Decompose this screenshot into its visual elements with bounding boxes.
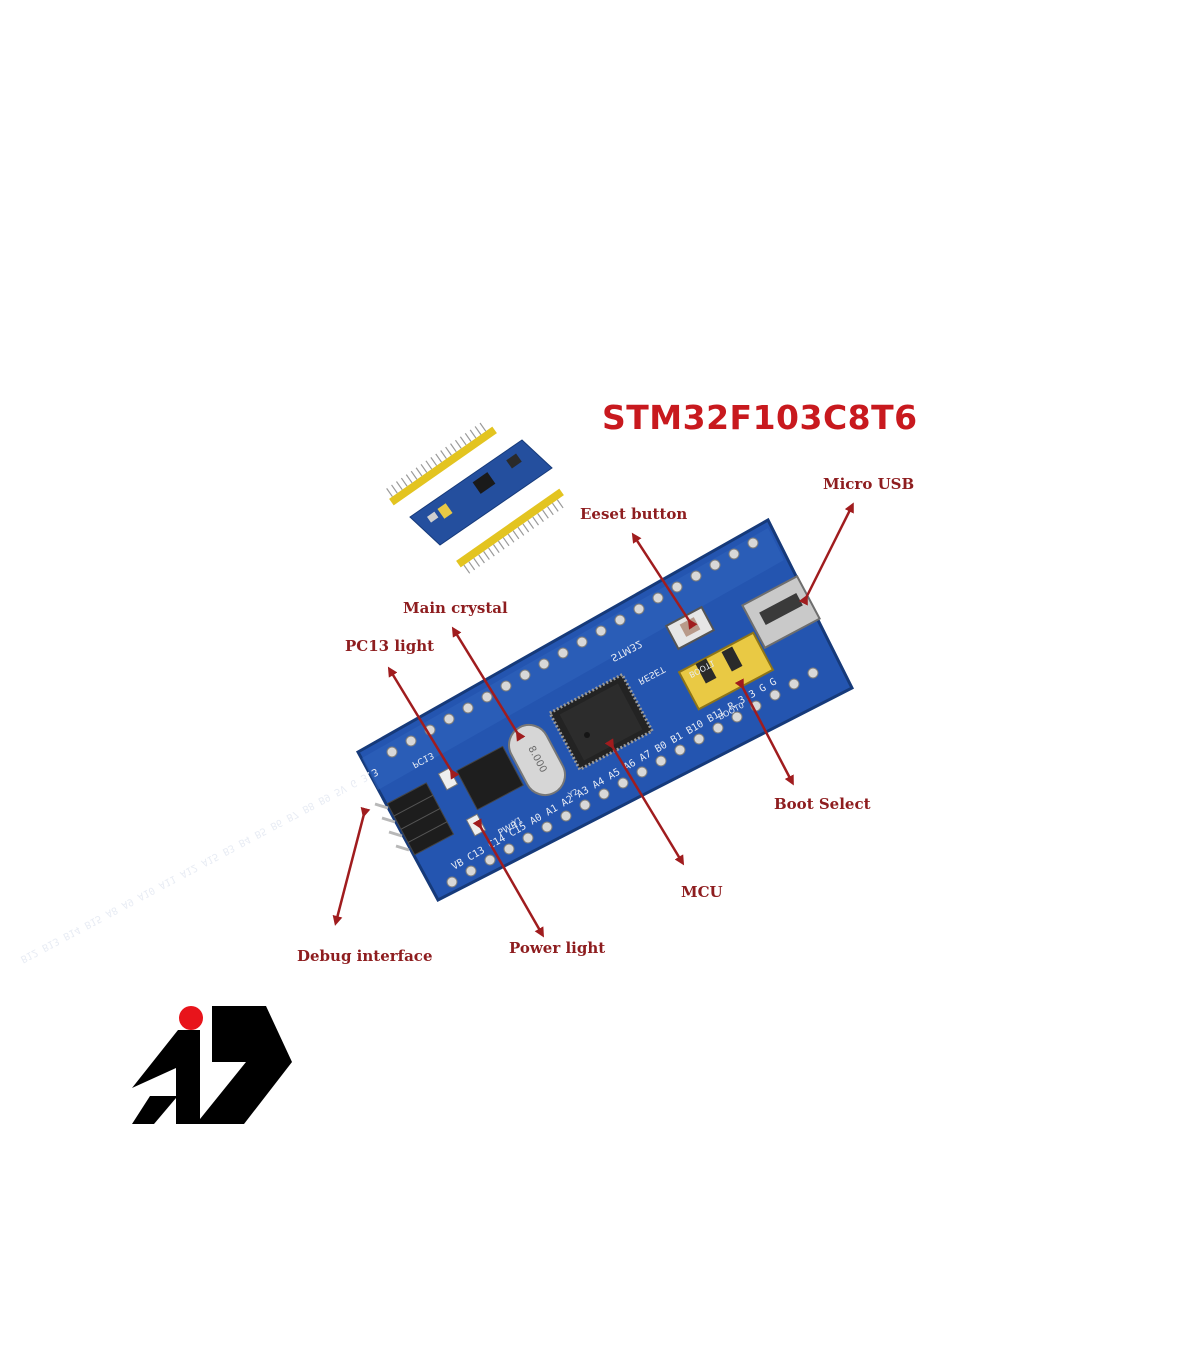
arrow-pc13-light [387,666,460,780]
label-mcu: MCU [681,883,723,901]
thumbnail-board [386,422,564,574]
mcu-chip [547,672,655,772]
label-boot-select: Boot Select [774,795,871,813]
brand-logo-icon [132,1006,292,1124]
voltage-regulator [456,745,524,811]
label-pc13-light: PC13 light [345,637,435,655]
label-micro-usb: Micro USB [823,475,915,493]
arrow-main-crystal [451,626,526,742]
arrow-debug-interface [332,806,371,926]
annotation-arrows [332,502,854,938]
boot-jumpers: BOOT0 BOOT1 [677,631,775,722]
label-main-crystal: Main crystal [403,599,508,617]
page-title: STM32F103C8T6 [602,398,918,437]
arrow-boot-select [734,678,794,786]
top-pin-silkscreen: B12 B13 B14 B15 A8 A9 A10 A11 A12 A15 B3… [18,765,379,964]
debug-header [374,782,455,856]
arrow-micro-usb [798,502,854,606]
arrow-power-light [472,818,544,938]
label-power-light: Power light [509,939,606,957]
label-reset-button: Eeset button [580,505,688,523]
label-debug-interface: Debug interface [297,947,433,965]
arrow-reset-button [631,532,698,630]
arrow-mcu [604,738,685,866]
